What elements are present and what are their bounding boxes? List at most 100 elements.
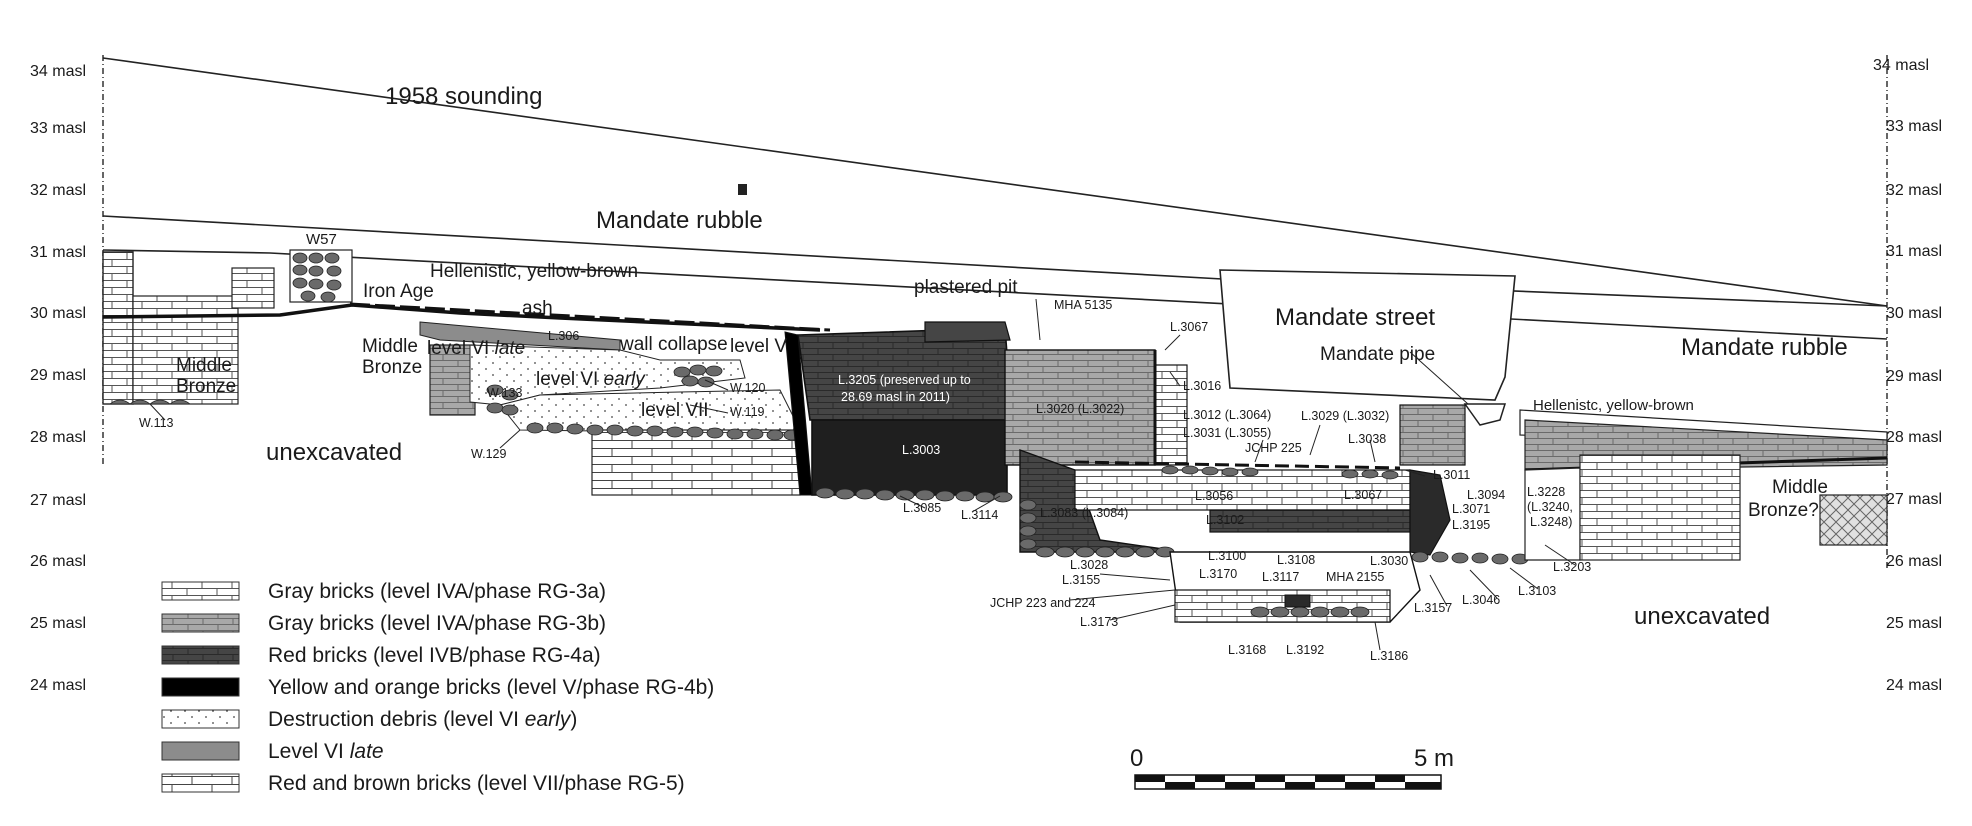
legend-label: Red and brown bricks (level VII/phase RG… bbox=[268, 772, 685, 795]
label-l3067-top: L.3067 bbox=[1170, 320, 1208, 334]
elev-label: 32 masl bbox=[1886, 182, 1942, 199]
label-w57: W57 bbox=[306, 231, 337, 248]
label-l3102: L.3102 bbox=[1206, 513, 1244, 527]
wall-stones-level-vi-vii bbox=[486, 364, 801, 441]
elev-label: 27 masl bbox=[30, 492, 86, 509]
label-jchp223: JCHP 223 and 224 bbox=[990, 596, 1095, 610]
label-l3083: L.3083 (L.3084) bbox=[1040, 506, 1128, 520]
label-l3170: L.3170 bbox=[1199, 567, 1237, 581]
plastered-pit-top bbox=[924, 321, 1011, 343]
elev-label: 27 masl bbox=[1886, 491, 1942, 508]
level-vii-bricks bbox=[591, 429, 801, 496]
label-middle-bronze-left: Middle bbox=[176, 355, 232, 376]
right-elevation-axis: 34 masl 33 masl 32 masl 31 masl 30 masl … bbox=[1873, 55, 1942, 694]
elev-label: 29 masl bbox=[30, 367, 86, 384]
label-w129: W.129 bbox=[471, 447, 506, 461]
elev-label: 30 masl bbox=[30, 305, 86, 322]
label-l3168: L.3168 bbox=[1228, 643, 1266, 657]
elev-label: 25 masl bbox=[30, 615, 86, 632]
label-hellenistic: Hellenistic, yellow-brown bbox=[430, 261, 638, 282]
label-l3103: L.3103 bbox=[1518, 584, 1556, 598]
central-stones-row bbox=[1161, 465, 1529, 565]
middle-bronze-right bbox=[1819, 494, 1888, 546]
label-l3155: L.3155 bbox=[1062, 573, 1100, 587]
elev-label: 26 masl bbox=[1886, 553, 1942, 570]
elev-label: 24 masl bbox=[1886, 677, 1942, 694]
label-l3012: L.3012 (L.3064) bbox=[1183, 408, 1271, 422]
label-l3205-a: L.3205 (preserved up to bbox=[838, 373, 971, 387]
label-l3195: L.3195 bbox=[1452, 518, 1490, 532]
l3228-area bbox=[1524, 467, 1581, 561]
label-l3228-a: L.3228 bbox=[1527, 485, 1565, 499]
label-l3228-c: L.3248) bbox=[1530, 515, 1572, 529]
mandate-street-fill bbox=[1219, 269, 1516, 401]
level-vi-late-band bbox=[419, 321, 621, 351]
l3085-stones bbox=[815, 487, 1013, 503]
label-level-vi-late: level VI late bbox=[427, 338, 525, 359]
l3071-block bbox=[1409, 469, 1451, 556]
right-brick-wall bbox=[1579, 454, 1741, 561]
label-w120: W.120 bbox=[730, 381, 765, 395]
l3029-bricks bbox=[1399, 404, 1466, 466]
label-l3117: L.3117 bbox=[1262, 570, 1299, 584]
label-mha2155: MHA 2155 bbox=[1326, 570, 1384, 584]
label-mha5135: MHA 5135 bbox=[1054, 298, 1112, 312]
legend-swatch bbox=[161, 613, 240, 633]
label-l3016: L.3016 bbox=[1183, 379, 1221, 393]
l3083-stones bbox=[1019, 499, 1175, 558]
legend-label: Red bricks (level IVB/phase RG-4a) bbox=[268, 644, 601, 667]
label-l306: L.306 bbox=[548, 329, 579, 343]
label-mandate-street: Mandate street bbox=[1275, 304, 1435, 331]
level-vii-fill bbox=[499, 389, 801, 433]
label-middle-bronze-right-2: Bronze? bbox=[1748, 500, 1819, 521]
legend-label: Destruction debris (level VI early) bbox=[268, 708, 577, 731]
leader-lines bbox=[149, 298, 1576, 651]
label-l3192: L.3192 bbox=[1286, 643, 1324, 657]
label-1958-sounding: 1958 sounding bbox=[385, 83, 542, 110]
label-l3085: L.3085 bbox=[903, 501, 941, 515]
label-iron-age: Iron Age bbox=[363, 281, 434, 302]
elev-label: 29 masl bbox=[1886, 368, 1942, 385]
label-l3029: L.3029 (L.3032) bbox=[1301, 409, 1389, 423]
legend: Gray bricks (level IVA/phase RG-3a) Gray… bbox=[161, 580, 714, 795]
legend-label: Gray bricks (level IVA/phase RG-3a) bbox=[268, 580, 606, 603]
label-mandate-pipe: Mandate pipe bbox=[1320, 344, 1435, 365]
label-l3186: L.3186 bbox=[1370, 649, 1408, 663]
label-middle-bronze-mid-2: Bronze bbox=[362, 357, 422, 378]
label-mandate-rubble: Mandate rubble bbox=[596, 207, 763, 234]
legend-swatch bbox=[161, 645, 240, 665]
label-l3205-b: 28.69 masl in 2011) bbox=[841, 390, 950, 404]
label-l3011: L.3011 bbox=[1433, 468, 1470, 482]
legend-item: Red and brown bricks (level VII/phase RG… bbox=[161, 772, 685, 795]
label-unexcavated-left: unexcavated bbox=[266, 439, 402, 466]
label-level-vi-early: level VI early bbox=[536, 369, 646, 390]
section-labels: 1958 sounding Mandate rubble Hellenistic… bbox=[139, 83, 1848, 663]
w57-stones bbox=[292, 252, 342, 303]
label-w113: W.113 bbox=[139, 416, 174, 430]
label-l3071: L.3071 bbox=[1452, 502, 1490, 516]
label-w119: W.119 bbox=[730, 405, 765, 419]
elev-label: 34 masl bbox=[30, 63, 86, 80]
l3016-block bbox=[1154, 364, 1188, 466]
elev-label: 24 masl bbox=[30, 677, 86, 694]
scale-start-label: 0 bbox=[1130, 745, 1143, 772]
legend-item: Red bricks (level IVB/phase RG-4a) bbox=[161, 644, 601, 667]
label-l3028: L.3028 bbox=[1070, 558, 1108, 572]
label-jchp225: JCHP 225 bbox=[1245, 441, 1302, 455]
label-middle-bronze-left-2: Bronze bbox=[176, 376, 236, 397]
elev-label: 28 masl bbox=[30, 429, 86, 446]
label-l3173: L.3173 bbox=[1080, 615, 1118, 629]
scale-end-label: 5 m bbox=[1414, 745, 1454, 772]
legend-label: Gray bricks (level IVA/phase RG-3b) bbox=[268, 612, 606, 635]
label-wall-collapse: wall collapse bbox=[619, 334, 728, 355]
label-mandate-rubble-right: Mandate rubble bbox=[1681, 334, 1848, 361]
label-l3114: L.3114 bbox=[961, 508, 998, 522]
label-level-vii: level VII bbox=[641, 400, 709, 421]
elev-label: 31 masl bbox=[30, 244, 86, 261]
label-middle-bronze-right: Middle bbox=[1772, 477, 1828, 498]
legend-swatch bbox=[161, 709, 240, 729]
legend-item: Gray bricks (level IVA/phase RG-3b) bbox=[161, 612, 606, 635]
label-l3038: L.3038 bbox=[1348, 432, 1386, 446]
elev-label: 33 masl bbox=[1886, 118, 1942, 135]
